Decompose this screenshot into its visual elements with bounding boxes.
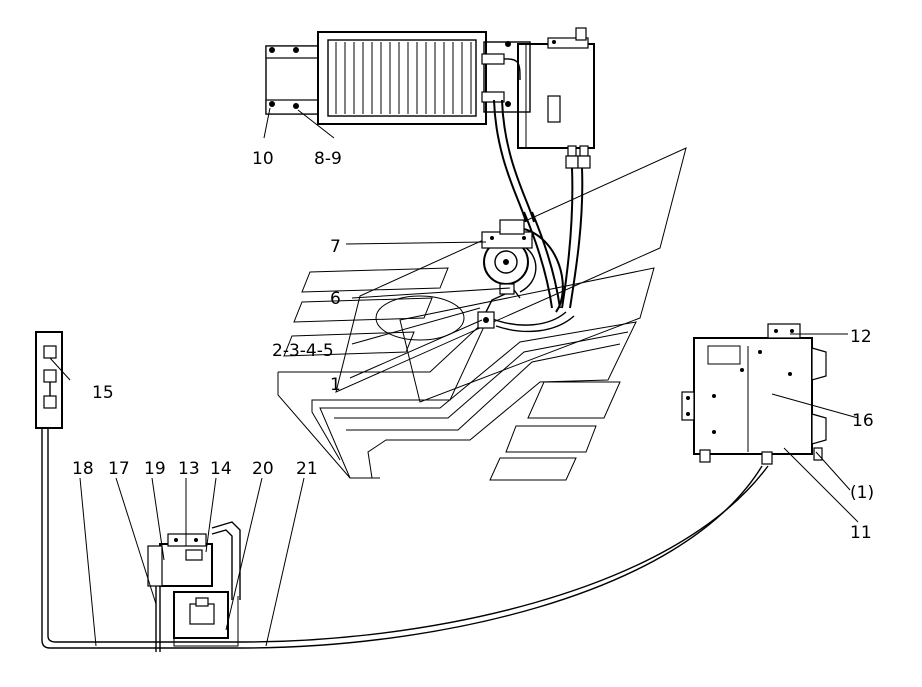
callout-10: 10 <box>252 149 274 169</box>
callout-8-9: 8-9 <box>314 149 342 169</box>
receiver-tank <box>517 27 595 169</box>
callout-7: 7 <box>330 237 341 257</box>
callout-14: 14 <box>210 459 232 479</box>
callout-11: 11 <box>850 523 872 543</box>
callout-1: 1 <box>330 375 341 395</box>
cab-outline <box>277 147 687 481</box>
left-bracket <box>35 331 63 429</box>
callout-16: 16 <box>852 411 874 431</box>
callout-19: 19 <box>144 459 166 479</box>
evaporator-unit <box>681 323 827 465</box>
callout-paren-1: (1) <box>850 483 874 503</box>
callout-2-3-4-5: 2-3-4-5 <box>272 341 334 361</box>
refrigerant-hoses <box>489 99 584 333</box>
callout-13: 13 <box>178 459 200 479</box>
return-pipe <box>41 428 769 649</box>
callout-labels: 10 8-9 7 6 2-3-4-5 1 12 15 16 18 17 19 1… <box>72 149 874 543</box>
compressor-motor <box>477 219 537 329</box>
callout-18: 18 <box>72 459 94 479</box>
callout-15: 15 <box>92 383 114 403</box>
pump-assembly <box>147 521 241 652</box>
callout-21: 21 <box>296 459 318 479</box>
leader-lines <box>49 107 859 647</box>
callout-17: 17 <box>108 459 130 479</box>
callout-12: 12 <box>850 327 872 347</box>
condenser-assembly <box>265 31 531 125</box>
callout-20: 20 <box>252 459 274 479</box>
callout-6: 6 <box>330 289 341 309</box>
